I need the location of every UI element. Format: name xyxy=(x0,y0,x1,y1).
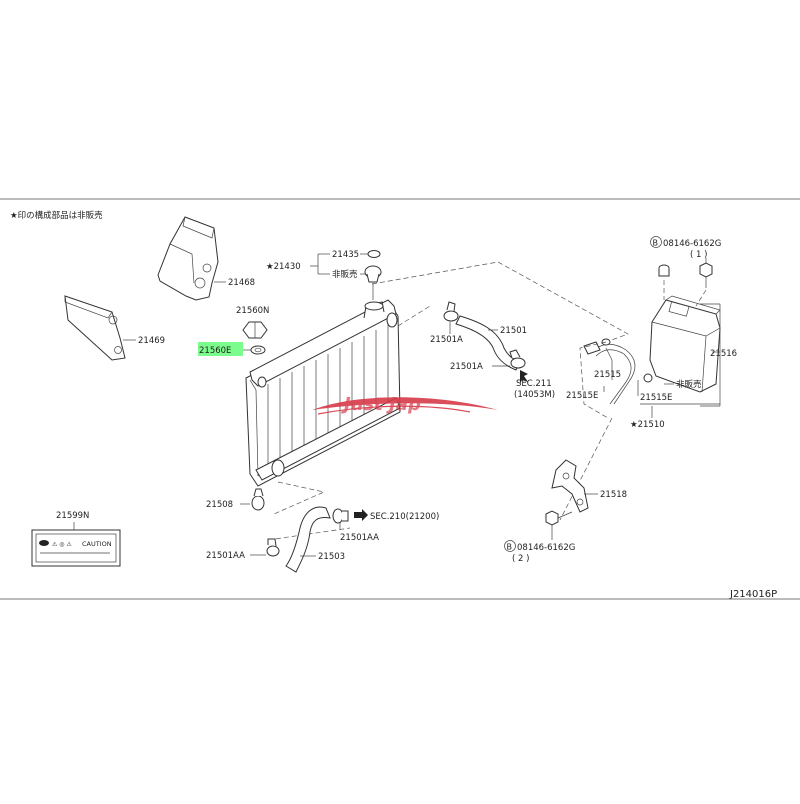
label-circled-b-1: B xyxy=(653,239,659,248)
label-21501a-upper: 21501A xyxy=(430,335,463,345)
label-sec211: SEC.211 xyxy=(516,379,552,389)
part-21501a-clamp-lower[interactable] xyxy=(509,349,526,369)
part-21501a-clamp-upper[interactable] xyxy=(443,301,459,322)
part-21501-upper-hose[interactable] xyxy=(455,315,521,371)
part-radiator[interactable] xyxy=(245,299,401,487)
part-bolt-top[interactable] xyxy=(699,262,713,288)
label-21501aa-left: 21501AA xyxy=(206,551,245,561)
label-bolt-bottom: 08146-6162G xyxy=(517,543,575,553)
part-21501aa-clamp-upper[interactable] xyxy=(332,508,349,524)
label-21516: 21516 xyxy=(710,349,737,359)
diagram-code: J214016P xyxy=(729,589,777,600)
part-bolt-bottom[interactable] xyxy=(545,510,573,526)
label-21515e-right: 21515E xyxy=(640,393,672,403)
part-21469-bracket[interactable] xyxy=(64,295,126,361)
label-bolt-top-qty: ( 1 ) xyxy=(690,250,707,260)
circled-b-icon xyxy=(650,236,662,248)
label-sec210: SEC.210(21200) xyxy=(370,512,439,522)
part-21560e-seal[interactable] xyxy=(250,345,266,355)
label-21501aa-right: 21501AA xyxy=(340,533,379,543)
circled-b-icon-2 xyxy=(504,540,516,552)
arrow-sec211 xyxy=(520,370,528,384)
label-bolt-top: 08146-6162G xyxy=(663,239,721,249)
label-sec211-sub: (14053M) xyxy=(514,390,555,400)
part-21518-bracket[interactable] xyxy=(551,459,589,513)
part-21435-seal[interactable] xyxy=(367,250,381,258)
part-21515-reservoir-hose[interactable] xyxy=(583,338,636,405)
label-circled-b-2: B xyxy=(507,543,513,552)
watermark-text: Just Jap xyxy=(341,394,421,415)
part-radiator-cap[interactable] xyxy=(364,265,382,283)
label-21501-top: 21501 xyxy=(500,326,527,336)
label-21501a-lower: 21501A xyxy=(450,362,483,372)
part-21468-bracket[interactable] xyxy=(157,216,219,301)
label-21503: 21503 xyxy=(318,552,345,562)
label-21515: 21515 xyxy=(594,370,621,380)
label-21468: 21468 xyxy=(228,278,255,288)
part-reservoir-cap[interactable] xyxy=(658,264,670,277)
not-sold-note: ★印の構成部品は非販売 xyxy=(10,210,103,221)
label-21515e-left: 21515E xyxy=(566,391,598,401)
label-21560e: 21560E xyxy=(199,346,231,356)
label-bolt-bottom-qty: ( 2 ) xyxy=(512,554,529,564)
label-21510: ★21510 xyxy=(630,420,665,430)
label-not-sold-tank: 非販売 xyxy=(676,379,702,390)
label-21435: 21435 xyxy=(332,250,359,260)
part-21508-drain-cock[interactable] xyxy=(251,488,265,511)
label-not-sold-cap: 非販売 xyxy=(332,269,358,280)
part-21501aa-clamp-lower[interactable] xyxy=(266,538,280,557)
label-21469: 21469 xyxy=(138,336,165,346)
watermark-logo: Just Jap xyxy=(312,394,498,415)
label-21430: ★21430 xyxy=(266,262,301,272)
part-21510-reservoir-tank[interactable] xyxy=(643,295,721,393)
label-caution-symbols: ⚠ ◎ ⚠ xyxy=(52,541,72,548)
label-21518: 21518 xyxy=(600,490,627,500)
arrow-sec210 xyxy=(354,509,368,521)
part-21560n-plug[interactable] xyxy=(242,321,268,339)
highlight-21560e xyxy=(198,342,243,356)
label-21508: 21508 xyxy=(206,500,233,510)
label-21560n: 21560N xyxy=(236,306,269,316)
part-21599n-caution-label[interactable]: ⚠ ◎ ⚠ CAUTION xyxy=(31,529,121,567)
label-21599n: 21599N xyxy=(56,511,89,521)
label-caution: CAUTION xyxy=(82,540,112,548)
part-21503-lower-hose[interactable] xyxy=(285,506,331,573)
